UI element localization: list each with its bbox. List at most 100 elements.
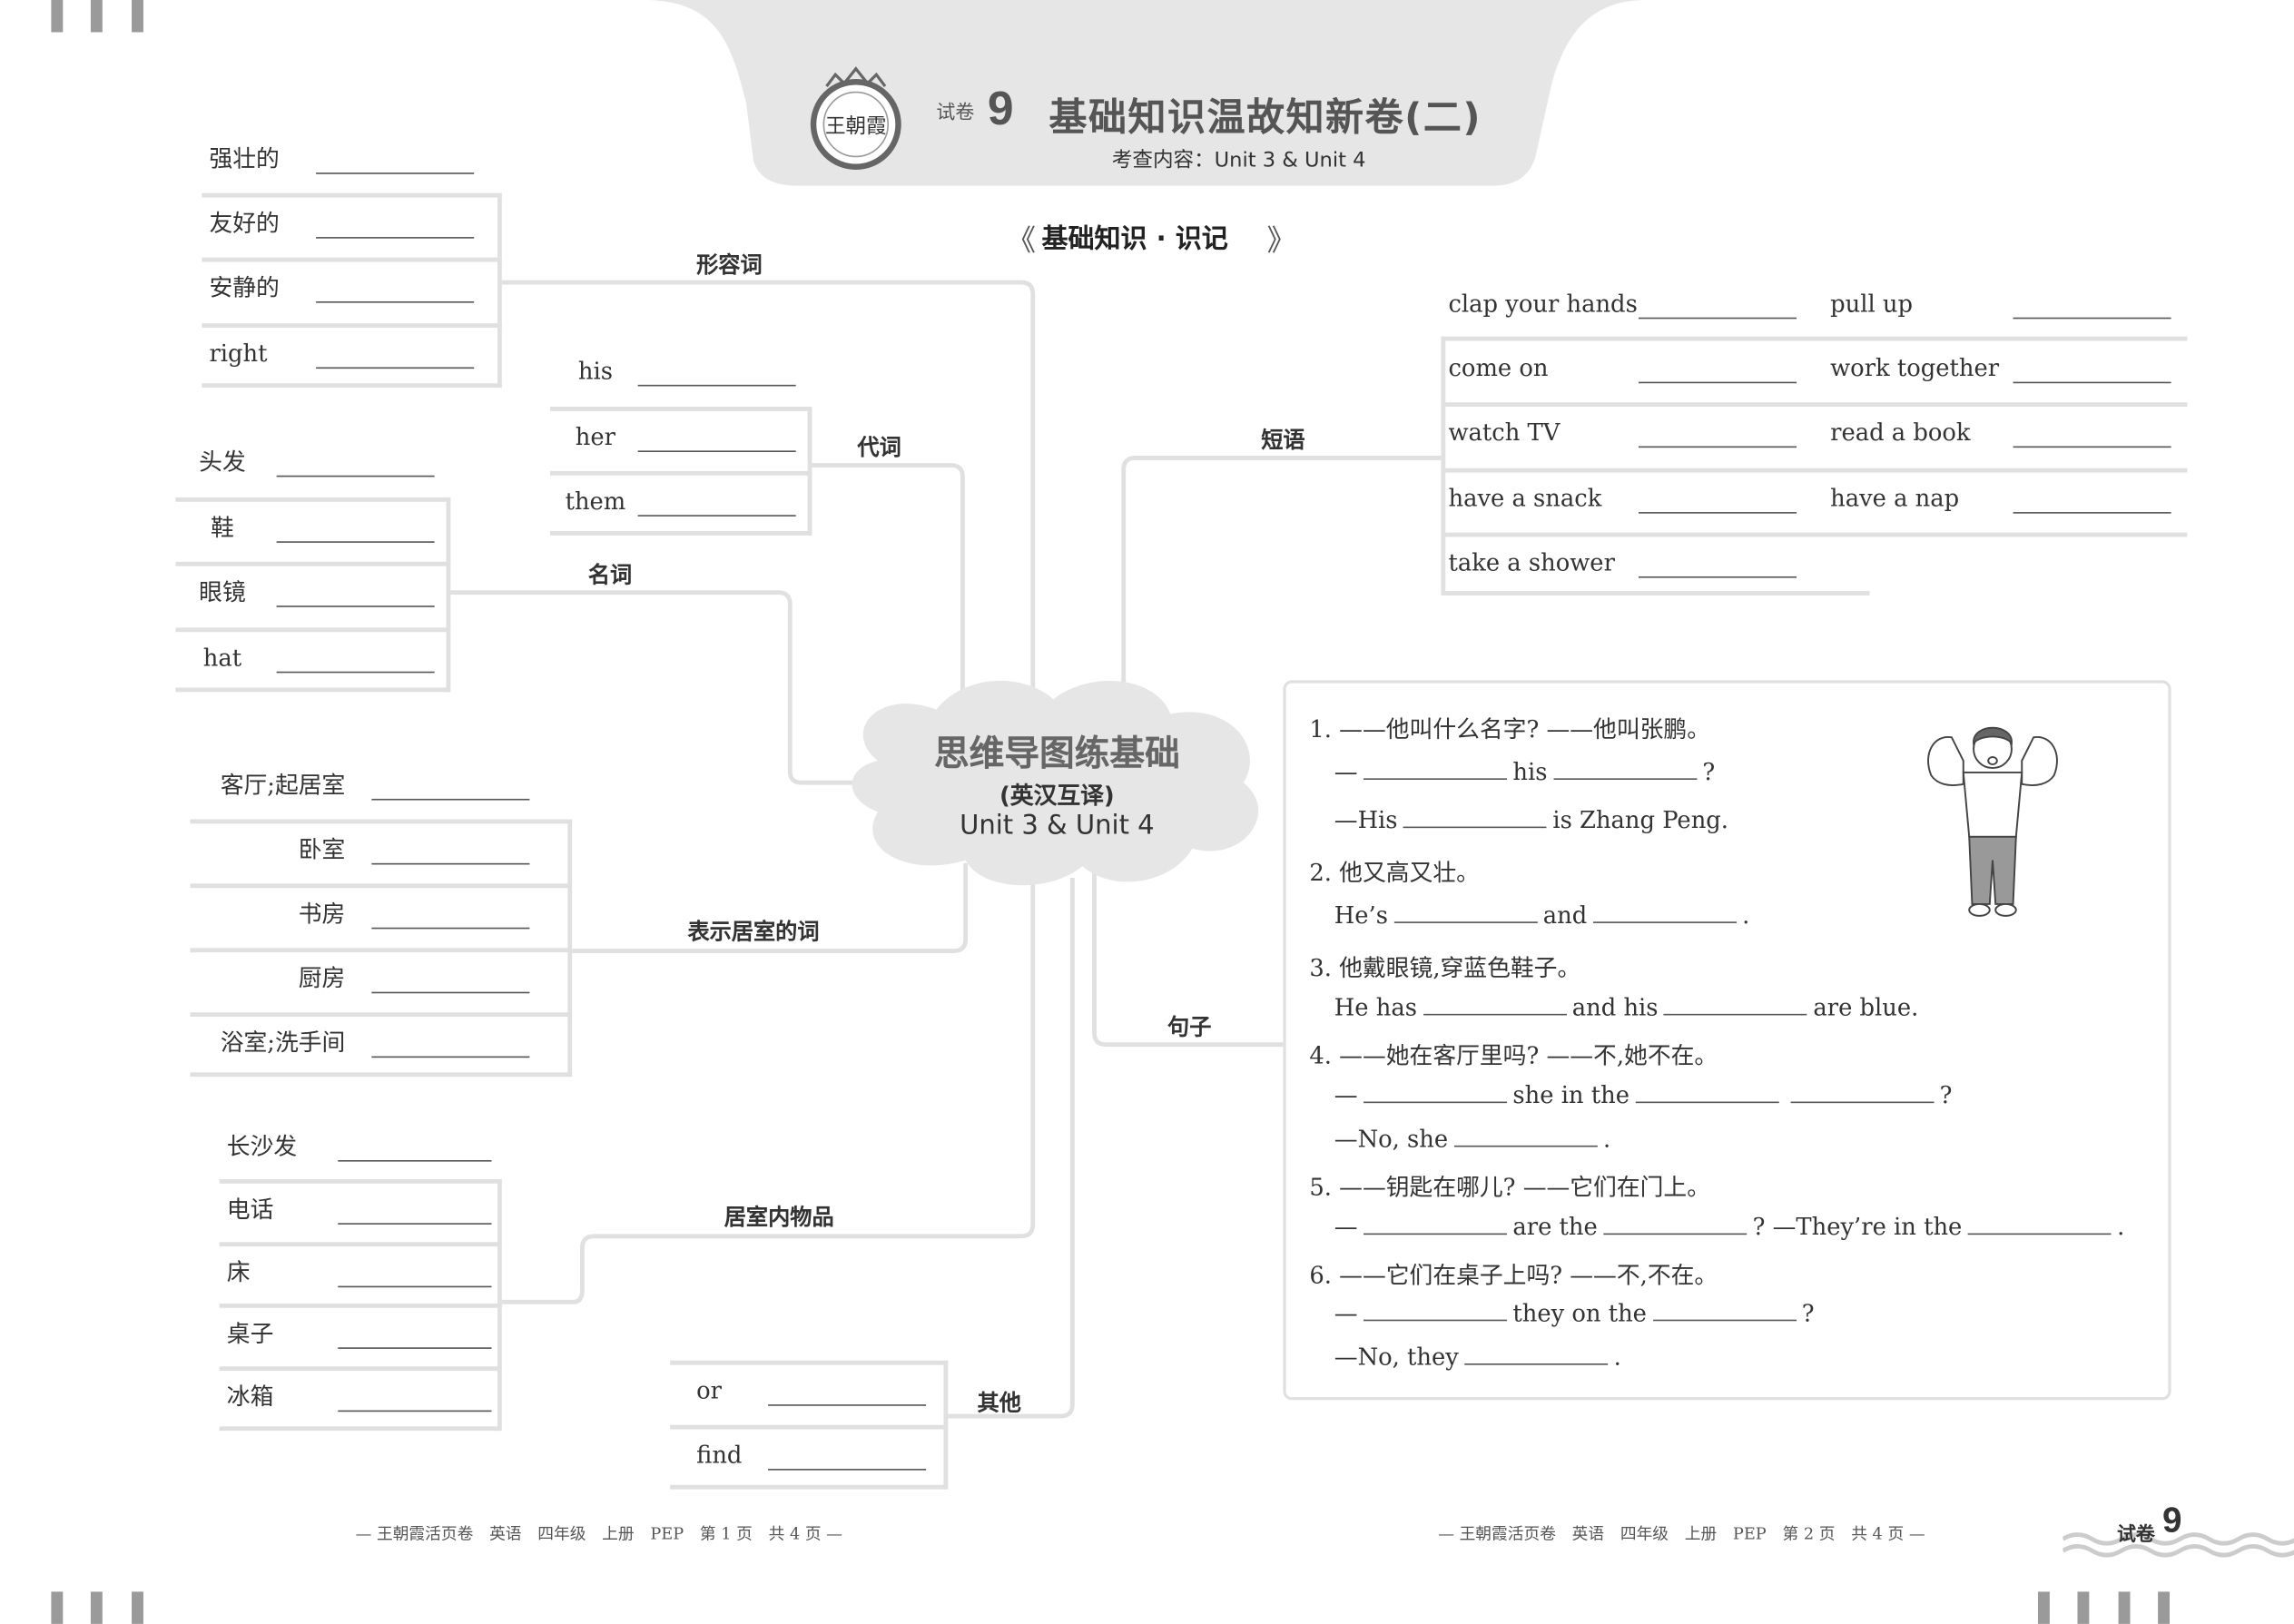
- answer-blank[interactable]: [1403, 806, 1547, 829]
- answer-blank[interactable]: [1638, 556, 1797, 578]
- sentence-text: ?: [1801, 1299, 1815, 1327]
- answer-blank[interactable]: [2013, 297, 2171, 320]
- sentence-line: —his?: [1334, 758, 1715, 786]
- answer-blank[interactable]: [338, 1203, 492, 1225]
- center-node: 思维导图练基础 (英汉互译) Unit 3 & Unit 4: [878, 724, 1236, 842]
- connector-furniture: [501, 877, 1036, 1304]
- answer-blank[interactable]: [371, 907, 530, 930]
- answer-blank[interactable]: [276, 521, 435, 543]
- answer-blank[interactable]: [338, 1139, 492, 1162]
- answer-blank[interactable]: [1364, 1081, 1507, 1104]
- sentence-line: —she in the?: [1334, 1081, 1953, 1109]
- connector-rooms: [572, 862, 969, 953]
- phrase-divider: [1441, 336, 2188, 341]
- answer-blank[interactable]: [1453, 1125, 1598, 1147]
- answer-blank[interactable]: [637, 430, 796, 452]
- nouns-item-label: 鞋: [211, 513, 234, 542]
- branch-label-pronouns: 代词: [857, 434, 901, 461]
- answer-blank[interactable]: [1638, 491, 1797, 514]
- pronouns-item-label: them: [565, 487, 626, 516]
- adjectives-item-label: right: [209, 339, 268, 368]
- answer-blank[interactable]: [276, 586, 435, 607]
- sentence-text: 4. ——她在客厅里吗? ——不,她不在。: [1309, 1041, 1718, 1070]
- answer-blank[interactable]: [1638, 426, 1797, 448]
- nouns-item-label: 头发: [199, 448, 246, 476]
- phrase-label: watch TV: [1448, 418, 1561, 447]
- answer-blank[interactable]: [276, 455, 435, 477]
- answer-blank[interactable]: [338, 1265, 492, 1288]
- connector-others: [948, 877, 1075, 1419]
- item-frame: [190, 948, 573, 1013]
- sentence-text: —No, she: [1334, 1125, 1449, 1153]
- answer-blank[interactable]: [1603, 1213, 1748, 1235]
- sentence-line: —are the? —They’re in the.: [1334, 1213, 2125, 1241]
- sentence-text: ?: [1702, 757, 1716, 786]
- answer-blank[interactable]: [1652, 1299, 1797, 1322]
- phrase-label: pull up: [1830, 290, 1914, 318]
- laurel-left-icon: 《: [1006, 221, 1037, 258]
- furniture-item-label: 电话: [226, 1195, 274, 1224]
- answer-blank[interactable]: [2013, 361, 2171, 384]
- branch-label-nouns: 名词: [587, 561, 633, 588]
- answer-blank[interactable]: [316, 217, 475, 239]
- center-cloud: [852, 680, 1259, 886]
- branch-label-sentences: 句子: [1167, 1013, 1212, 1040]
- item-frame: [670, 1424, 949, 1490]
- phrase-divider: [1441, 468, 2188, 473]
- answer-blank[interactable]: [637, 495, 796, 517]
- wave-decoration: [2063, 1532, 2294, 1558]
- answer-blank[interactable]: [371, 778, 530, 801]
- sentence-prompt: 3. 他戴眼镜,穿蓝色鞋子。: [1309, 948, 1580, 983]
- center-units: Unit 3 & Unit 4: [960, 810, 1155, 842]
- answer-blank[interactable]: [2013, 491, 2171, 514]
- item-frame: [175, 497, 451, 562]
- answer-blank[interactable]: [276, 651, 435, 674]
- sentence-text: are the: [1512, 1213, 1598, 1241]
- connector-adjectives: [501, 280, 1036, 703]
- answer-blank[interactable]: [1638, 361, 1797, 384]
- answer-blank[interactable]: [768, 1448, 927, 1471]
- sentence-text: and his: [1571, 993, 1659, 1021]
- answer-blank[interactable]: [1393, 901, 1538, 923]
- answer-blank[interactable]: [1364, 1213, 1507, 1235]
- answer-blank[interactable]: [338, 1390, 492, 1412]
- answer-blank[interactable]: [1638, 297, 1797, 320]
- answer-blank[interactable]: [1364, 758, 1507, 780]
- answer-blank[interactable]: [1663, 993, 1807, 1016]
- sentence-text: ? —They’re in the: [1752, 1213, 1963, 1241]
- sentence-text: He’s: [1334, 901, 1388, 930]
- sentence-text: —: [1334, 1080, 1358, 1109]
- registration-mark: [51, 1591, 64, 1624]
- answer-blank[interactable]: [1790, 1081, 1935, 1104]
- sentence-text: —No, they: [1334, 1343, 1459, 1372]
- sentence-text: 1. ——他叫什么名字? ——他叫张鹏。: [1309, 715, 1711, 743]
- answer-blank[interactable]: [1364, 1299, 1507, 1322]
- answer-blank[interactable]: [338, 1327, 492, 1349]
- answer-blank[interactable]: [637, 364, 796, 387]
- answer-blank[interactable]: [1552, 758, 1697, 780]
- sentence-prompt: 1. ——他叫什么名字? ——他叫张鹏。: [1309, 710, 1710, 745]
- phrase-label: have a snack: [1448, 484, 1602, 513]
- answer-blank[interactable]: [1967, 1213, 2112, 1235]
- sentence-text: 6. ——它们在桌子上吗? ——不,不在。: [1309, 1261, 1718, 1289]
- sentence-text: —: [1334, 757, 1358, 786]
- answer-blank[interactable]: [371, 1036, 530, 1058]
- connector-phrases: [1121, 456, 1442, 703]
- phrase-label: have a nap: [1830, 484, 1960, 513]
- registration-mark: [51, 0, 64, 33]
- sentence-text: 2. 他又高又壮。: [1309, 859, 1480, 887]
- answer-blank[interactable]: [1423, 993, 1567, 1016]
- answer-blank[interactable]: [316, 153, 475, 174]
- footer-page-2: — 王朝霞活页卷 英语 四年级 上册 PEP 第 2 页 共 4 页 —: [1438, 1524, 1925, 1544]
- answer-blank[interactable]: [1464, 1343, 1609, 1365]
- answer-blank[interactable]: [316, 347, 475, 369]
- answer-blank[interactable]: [371, 971, 530, 994]
- answer-blank[interactable]: [2013, 426, 2171, 448]
- answer-blank[interactable]: [1635, 1081, 1779, 1104]
- rooms-item-label: 浴室;洗手间: [220, 1028, 346, 1057]
- sentence-text: they on the: [1512, 1299, 1647, 1327]
- answer-blank[interactable]: [1592, 901, 1737, 923]
- answer-blank[interactable]: [768, 1384, 927, 1406]
- answer-blank[interactable]: [371, 842, 530, 865]
- answer-blank[interactable]: [316, 281, 475, 303]
